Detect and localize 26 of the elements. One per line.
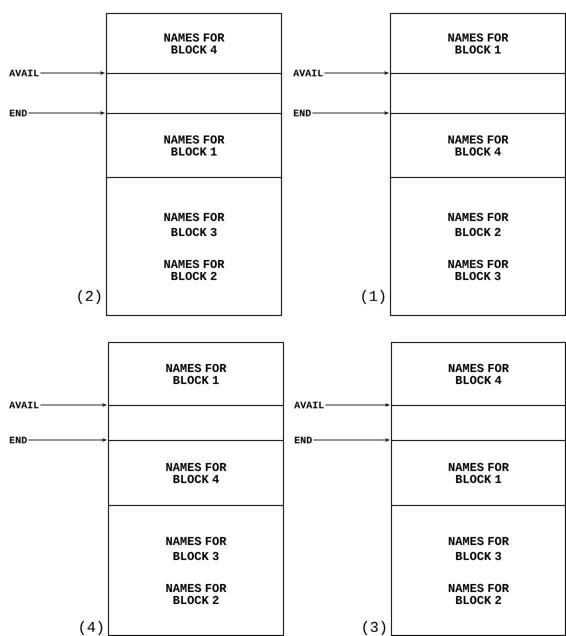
pointer-label: END <box>10 110 27 116</box>
pointer-label: AVAIL <box>9 402 39 408</box>
memory-cell: NAMES FOR BLOCK 1 <box>108 342 284 406</box>
memory-cell: NAMES FOR BLOCK 1 <box>390 13 566 74</box>
memory-cell: NAMES FOR BLOCK 4 <box>108 440 284 506</box>
memory-cell: NAMES FOR BLOCK 4 <box>106 13 282 74</box>
pointer-label: END <box>294 110 311 116</box>
empty-cell <box>390 73 566 114</box>
panel-number: (2) <box>78 290 100 304</box>
memory-cell: NAMES FOR BLOCK 3 NAMES FOR BLOCK 2 <box>106 177 282 316</box>
memory-cell: NAMES FOR BLOCK 1 <box>391 440 566 506</box>
memory-cell: NAMES FOR BLOCK 4 <box>391 342 566 406</box>
pointer-label: AVAIL <box>293 70 323 76</box>
empty-cell <box>108 405 284 441</box>
empty-cell <box>106 73 282 114</box>
memory-cell: NAMES FOR BLOCK 1 <box>106 113 282 178</box>
pointer-label: END <box>294 436 312 444</box>
panel-number: (1) <box>362 290 384 304</box>
memory-cell: NAMES FOR BLOCK 2 NAMES FOR BLOCK 3 <box>390 177 566 316</box>
memory-cell: NAMES FOR BLOCK 3 NAMES FOR BLOCK 2 <box>391 505 566 636</box>
pointer-label: AVAIL <box>294 402 324 408</box>
memory-cell: NAMES FOR BLOCK 3 NAMES FOR BLOCK 2 <box>108 505 284 636</box>
memory-cell: NAMES FOR BLOCK 4 <box>390 113 566 178</box>
pointer-label: AVAIL <box>9 70 39 76</box>
pointer-label: END <box>10 436 27 444</box>
empty-cell <box>391 405 566 441</box>
